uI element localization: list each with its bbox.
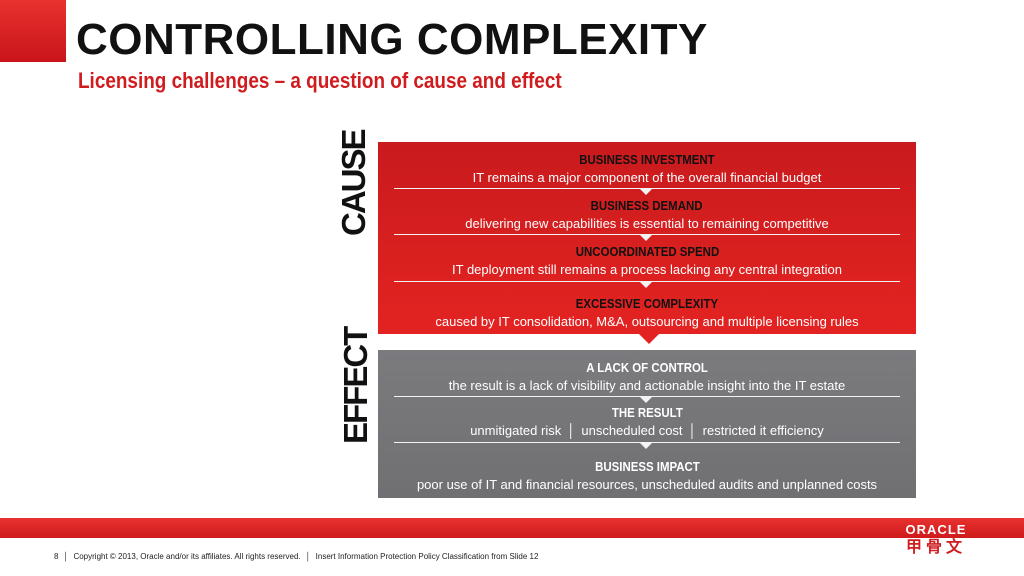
divider [394,234,900,235]
cause-item-text: IT deployment still remains a process la… [452,262,842,277]
footer-bar [0,518,1024,538]
header-red-tab [0,0,66,62]
cause-item-text: IT remains a major component of the over… [472,170,822,185]
effect-item-text: the result is a lack of visibility and a… [448,378,846,393]
result-part: unmitigated risk [470,423,562,438]
footer-separator: │ [63,552,69,561]
cause-item-heading: BUSINESS DEMAND [591,198,703,213]
chevron-down-icon [640,189,652,195]
cause-item-business-demand: BUSINESS DEMAND delivering new capabilit… [378,197,916,233]
oracle-logo: ORACLE [896,521,976,539]
footer-separator: │ [305,552,311,561]
cause-item-business-investment: BUSINESS INVESTMENT IT remains a major c… [378,151,916,187]
page-subtitle: Licensing challenges – a question of cau… [78,68,562,93]
cause-label: CAUSE [335,130,372,236]
result-part: unscheduled cost [581,423,683,438]
result-part: restricted it efficiency [702,423,824,438]
cause-to-effect-arrow-icon [639,334,659,344]
cause-item-heading: EXCESSIVE COMPLEXITY [575,296,719,311]
effect-item-business-impact: BUSINESS IMPACT poor use of IT and finan… [378,458,916,494]
page-title: CONTROLLING COMPLEXITY [76,15,708,64]
oracle-logo-text: ORACLE [905,522,967,539]
effect-label: EFFECT [337,327,374,444]
effect-panel: A LACK OF CONTROL the result is a lack o… [378,350,916,498]
cause-item-heading: BUSINESS INVESTMENT [579,152,715,167]
page-number: 8 [54,552,59,561]
chevron-down-icon [640,443,652,449]
cause-item-heading: UNCOORDINATED SPEND [575,244,719,259]
copyright-text: Copyright © 2013, Oracle and/or its affi… [73,552,301,561]
separator: │ [688,423,697,438]
chevron-down-icon [640,282,652,288]
oracle-chinese-logo: 甲骨文 [905,539,966,556]
effect-item-heading: A LACK OF CONTROL [586,360,708,375]
footer-text: 8 │ Copyright © 2013, Oracle and/or its af… [54,552,538,561]
divider [394,188,900,189]
effect-item-heading: THE RESULT [611,405,683,420]
chevron-down-icon [640,397,652,403]
classification-text: Insert Information Protection Policy Cla… [315,552,539,561]
cause-panel: BUSINESS INVESTMENT IT remains a major c… [378,142,916,334]
divider [394,281,900,282]
effect-item-text: poor use of IT and financial resources, … [416,477,878,492]
cause-item-excessive-complexity: EXCESSIVE COMPLEXITY caused by IT consol… [378,295,916,331]
effect-item-the-result: THE RESULT unmitigated risk │ unscheduled … [378,404,916,440]
chevron-down-icon [640,235,652,241]
cause-item-text: caused by IT consolidation, M&A, outsour… [435,314,859,329]
separator: │ [567,423,576,438]
cause-item-uncoordinated-spend: UNCOORDINATED SPEND IT deployment still … [378,243,916,279]
effect-item-text: unmitigated risk │ unscheduled cost │ restri… [378,422,916,440]
cause-item-text: delivering new capabilities is essential… [465,216,829,231]
effect-item-heading: BUSINESS IMPACT [594,459,700,474]
divider [394,442,900,443]
divider [394,396,900,397]
effect-item-lack-of-control: A LACK OF CONTROL the result is a lack o… [378,359,916,395]
